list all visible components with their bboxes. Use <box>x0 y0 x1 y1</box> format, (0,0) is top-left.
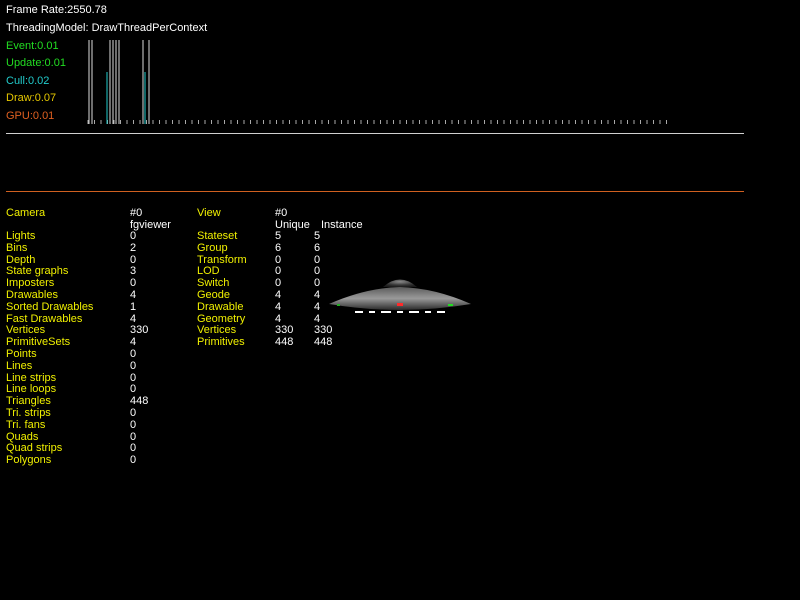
camera-stat-value: 0 <box>130 430 137 443</box>
camera-stat-value: 0 <box>130 371 137 384</box>
ufo-disc <box>329 287 471 310</box>
view-stat-label: Vertices <box>197 324 237 337</box>
view-stat-label: Drawable <box>197 300 244 313</box>
camera-stat-label: Depth <box>6 253 36 266</box>
camera-stat-label: Tri. fans <box>6 418 46 431</box>
view-stat-unique: 4 <box>275 289 282 301</box>
ufo-underside-lights <box>355 311 445 313</box>
camera-stat-label: Lines <box>6 359 33 372</box>
camera-stat-value: 448 <box>130 395 149 408</box>
camera-stat-label: PrimitiveSets <box>6 336 71 349</box>
camera-stat-value: 0 <box>130 383 137 396</box>
camera-stat-value: 2 <box>130 241 137 254</box>
timing-draw-label: Draw:0.07 <box>6 92 57 104</box>
camera-stat-value: 0 <box>130 454 137 467</box>
timeline-divider-upper <box>6 133 744 134</box>
camera-stat-value: 0 <box>130 407 137 419</box>
view-stat-label: Transform <box>197 253 247 266</box>
view-stat-unique: 5 <box>275 230 282 242</box>
camera-title: Camera <box>6 207 46 219</box>
view-stat-unique: 6 <box>275 241 282 254</box>
camera-stat-label: Bins <box>6 241 28 254</box>
camera-stat-label: Points <box>6 348 37 360</box>
view-title: View <box>197 207 221 219</box>
view-stat-unique: 448 <box>275 336 294 349</box>
ufo-green-light-right <box>448 304 453 306</box>
view-stat-label: Group <box>197 241 228 254</box>
view-col-unique: Unique <box>275 219 310 231</box>
camera-stat-value: 4 <box>130 336 137 349</box>
view-stat-instance: 4 <box>314 289 321 301</box>
view-stat-instance: 0 <box>314 277 321 290</box>
view-stat-unique: 4 <box>275 300 282 313</box>
view-stat-instance: 330 <box>314 324 333 337</box>
timing-gpu-label: GPU:0.01 <box>6 110 55 122</box>
ufo-green-light-left <box>337 304 340 306</box>
camera-name: fgviewer <box>130 219 171 231</box>
camera-stat-label: Line loops <box>6 383 57 396</box>
camera-stat-value: 1 <box>130 300 137 313</box>
camera-stat-label: Line strips <box>6 371 57 384</box>
camera-stat-value: 3 <box>130 265 137 278</box>
view-stat-unique: 4 <box>275 312 282 325</box>
timing-event-label: Event:0.01 <box>6 40 59 52</box>
camera-stat-value: 4 <box>130 312 137 325</box>
camera-stat-value: 4 <box>130 289 137 301</box>
timing-cull-label: Cull:0.02 <box>6 75 50 87</box>
timeline-ticks <box>87 40 667 124</box>
view-stat-label: Geometry <box>197 312 246 325</box>
frame-rate-label: Frame Rate:2550.78 <box>6 4 107 16</box>
timeline-divider-lower <box>6 191 744 192</box>
camera-stat-value: 0 <box>130 418 137 431</box>
camera-index: #0 <box>130 207 143 219</box>
camera-stat-label: Polygons <box>6 454 52 467</box>
camera-stat-label: Imposters <box>6 277 55 290</box>
view-stat-instance: 4 <box>314 312 321 325</box>
ufo-model-render <box>329 279 471 313</box>
camera-stat-value: 330 <box>130 324 149 337</box>
view-stat-label: Primitives <box>197 336 245 349</box>
view-stat-label: LOD <box>197 265 220 278</box>
view-stat-unique: 0 <box>275 277 282 290</box>
camera-stat-value: 0 <box>130 230 137 242</box>
camera-stat-value: 0 <box>130 359 137 372</box>
threading-model-label: ThreadingModel: DrawThreadPerContext <box>6 22 208 34</box>
camera-stat-label: Fast Drawables <box>6 312 83 325</box>
view-stat-unique: 330 <box>275 324 294 337</box>
view-stat-instance: 0 <box>314 253 321 266</box>
camera-stat-label: Drawables <box>6 289 58 301</box>
camera-stat-label: Quads <box>6 430 39 443</box>
camera-stat-label: Triangles <box>6 395 51 408</box>
camera-stat-value: 0 <box>130 348 137 360</box>
view-col-instance: Instance <box>321 219 363 231</box>
camera-stat-label: Lights <box>6 230 36 242</box>
view-stat-unique: 0 <box>275 265 282 278</box>
timing-update-label: Update:0.01 <box>6 57 66 69</box>
camera-stat-value: 0 <box>130 253 137 266</box>
view-stat-label: Switch <box>197 277 230 290</box>
camera-stat-label: Vertices <box>6 324 46 337</box>
view-stat-instance: 0 <box>314 265 321 278</box>
camera-stat-label: Tri. strips <box>6 407 51 419</box>
camera-stat-value: 0 <box>130 442 137 455</box>
view-stat-label: Geode <box>197 289 231 301</box>
view-stat-label: Stateset <box>197 230 238 242</box>
view-index: #0 <box>275 207 288 219</box>
view-stat-instance: 448 <box>314 336 333 349</box>
view-stat-instance: 4 <box>314 300 321 313</box>
ufo-dome <box>383 279 417 287</box>
camera-stat-label: State graphs <box>6 265 69 278</box>
ufo-red-light <box>397 303 403 306</box>
view-stat-unique: 0 <box>275 253 282 266</box>
camera-stat-value: 0 <box>130 277 137 290</box>
camera-stat-label: Quad strips <box>6 442 63 455</box>
camera-stat-label: Sorted Drawables <box>6 300 94 313</box>
view-stat-instance: 5 <box>314 230 321 242</box>
view-stat-instance: 6 <box>314 241 321 254</box>
frame-timeline-graph <box>87 40 667 124</box>
